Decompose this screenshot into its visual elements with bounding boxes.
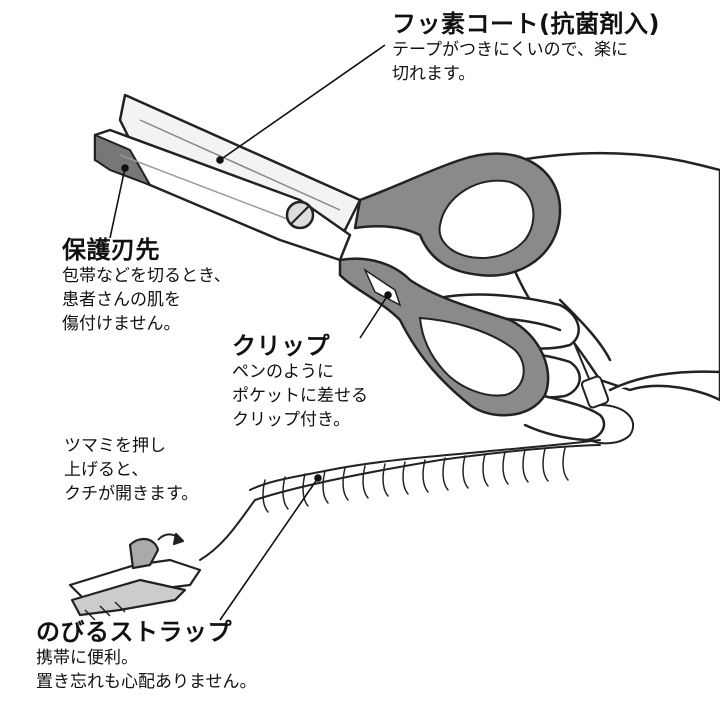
leader-lines <box>109 44 392 621</box>
upper-handle-drawing <box>353 152 562 277</box>
blade-tip-line-3: 傷付けません。 <box>62 314 181 334</box>
strap-drawing <box>199 344 635 561</box>
pivot-screw-icon <box>285 200 315 230</box>
blade-tip-callout: 保護刃先 包帯などを切るとき、 患者さんの肌を 傷付けません。 <box>62 236 231 336</box>
blade-tip-title: 保護刃先 <box>62 236 160 264</box>
lower-handle-drawing <box>338 257 550 417</box>
knob-line-1: ツマミを押し <box>64 436 166 456</box>
blade-tip-line-1: 包帯などを切るとき、 <box>62 266 231 286</box>
strap-line-1: 携帯に便利。 <box>36 648 138 668</box>
alligator-clip-drawing <box>68 532 202 621</box>
coating-line-1: テープがつきにくいので、楽に <box>392 40 628 60</box>
knob-line-2: 上げると、 <box>64 460 149 480</box>
coating-title: フッ素コート(抗菌剤入) <box>392 10 660 38</box>
coating-callout: フッ素コート(抗菌剤入) テープがつきにくいので、楽に 切れます。 <box>392 10 660 86</box>
strap-callout: のびるストラップ 携帯に便利。 置き忘れも心配ありません。 <box>36 618 257 694</box>
blade-tip-line-2: 患者さんの肌を <box>62 290 181 310</box>
strap-title: のびるストラップ <box>36 618 232 646</box>
coating-line-2: 切れます。 <box>392 64 476 84</box>
knob-line-3: クチが開きます。 <box>64 484 199 504</box>
clip-line-2: ポケットに差せる <box>232 386 368 406</box>
strap-line-2: 置き忘れも心配ありません。 <box>36 672 257 692</box>
clip-callout: クリップ ペンのように ポケットに差せる クリップ付き。 <box>232 332 368 432</box>
knob-callout: ツマミを押し 上げると、 クチが開きます。 <box>64 434 198 506</box>
clip-line-1: ペンのように <box>232 362 334 382</box>
clip-line-3: クリップ付き。 <box>232 410 351 430</box>
clip-title: クリップ <box>232 332 330 360</box>
